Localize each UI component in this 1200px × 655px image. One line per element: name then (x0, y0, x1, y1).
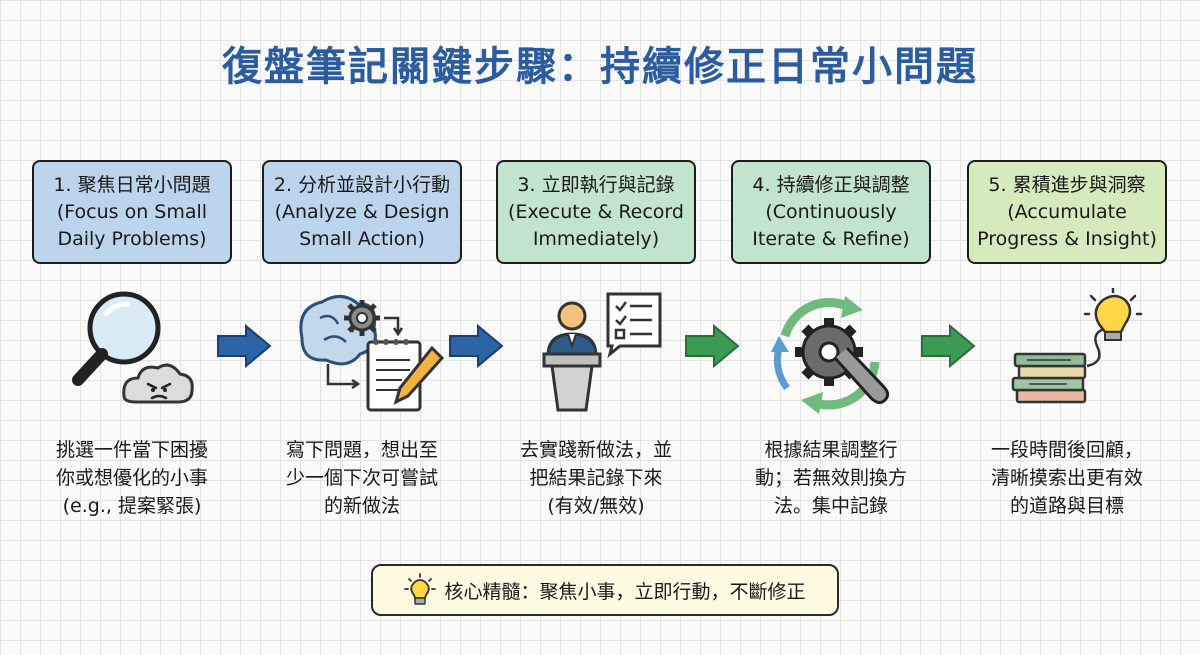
core-essence-text: 核心精髓：聚焦小事，立即行動，不斷修正 (444, 580, 806, 603)
step-1-title: 1. 聚焦日常小問題 (53, 173, 211, 196)
step-4-description: 根據結果調整行 動；若無效則換方 法。集中記錄 (731, 436, 931, 520)
step-4-description-line-1: 根據結果調整行 (764, 439, 898, 461)
step-3-description-line-1: 去實踐新做法，並 (519, 439, 672, 461)
step-2-subtitle-line-1: (Analyze & Design (274, 200, 450, 223)
step-5-box: 5. 累積進步與洞察 (Accumulate Progress & Insigh… (967, 160, 1167, 264)
step-3-description-line-3: (有效/無效) (547, 495, 645, 517)
page-title: 復盤筆記關鍵步驟：持續修正日常小問題 (222, 44, 978, 90)
magnifier-cloud-icon (72, 291, 194, 404)
step-2-description-line-2: 少一個下次可嘗試 (285, 467, 438, 489)
step-3-title: 3. 立即執行與記錄 (517, 173, 675, 196)
step-3-description: 去實踐新做法，並 把結果記錄下來 (有效/無效) (496, 436, 696, 520)
arrow-right-icon (217, 324, 272, 368)
step-1-description-line-2: 你或想優化的小事 (55, 467, 208, 489)
step-2-box: 2. 分析並設計小行動 (Analyze & Design Small Acti… (262, 160, 462, 264)
step-4-subtitle-line-1: (Continuously (765, 200, 897, 223)
step-5-description-line-1: 一段時間後回顧， (990, 439, 1143, 461)
arrow-right-icon (921, 324, 976, 368)
core-essence-box: 核心精髓：聚焦小事，立即行動，不斷修正 (371, 564, 839, 616)
step-3-description-line-2: 把結果記錄下來 (529, 467, 663, 489)
notebooks-lightbulb-icon (1011, 288, 1143, 404)
arrow-right-icon (449, 324, 504, 368)
gear-wrench-cycle-icon (771, 296, 890, 414)
brain-gear-notepad-icon (299, 295, 445, 412)
step-1-box: 1. 聚焦日常小問題 (Focus on Small Daily Problem… (32, 160, 232, 264)
step-2-description-line-3: 的新做法 (323, 495, 400, 517)
step-3-box: 3. 立即執行與記錄 (Execute & Record Immediately… (496, 160, 696, 264)
step-5-subtitle-line-2: Progress & Insight) (977, 227, 1157, 250)
speaker-checklist-icon (542, 292, 662, 412)
step-1-description-line-3: (e.g., 提案緊張) (62, 495, 202, 517)
step-4-description-line-2: 動；若無效則換方 (754, 467, 907, 489)
step-1-subtitle-line-2: Daily Problems) (57, 227, 207, 250)
step-4-subtitle-line-2: Iterate & Refine) (752, 227, 910, 250)
step-2-description-line-1: 寫下問題，想出至 (285, 439, 438, 461)
step-5-description: 一段時間後回顧， 清晰摸索出更有效 的道路與目標 (967, 436, 1167, 520)
arrow-right-icon (685, 324, 740, 368)
step-2-description: 寫下問題，想出至 少一個下次可嘗試 的新做法 (262, 436, 462, 520)
step-4-box: 4. 持續修正與調整 (Continuously Iterate & Refin… (731, 160, 931, 264)
step-5-description-line-3: 的道路與目標 (1009, 495, 1124, 517)
step-1-description-line-1: 挑選一件當下困擾 (55, 439, 208, 461)
step-4-title: 4. 持續修正與調整 (752, 173, 910, 196)
step-1-subtitle-line-1: (Focus on Small (56, 200, 208, 223)
step-5-subtitle-line-1: (Accumulate (1007, 200, 1127, 223)
step-1-description: 挑選一件當下困擾 你或想優化的小事 (e.g., 提案緊張) (32, 436, 232, 520)
step-4-description-line-3: 法。集中記錄 (773, 495, 888, 517)
step-5-description-line-2: 清晰摸索出更有效 (990, 467, 1143, 489)
step-2-subtitle-line-2: Small Action) (299, 227, 425, 250)
lightbulb-icon (404, 573, 437, 605)
step-2-title: 2. 分析並設計小行動 (273, 173, 451, 196)
step-3-subtitle-line-2: Immediately) (532, 227, 660, 250)
step-3-subtitle-line-1: (Execute & Record (508, 200, 684, 223)
step-5-title: 5. 累積進步與洞察 (988, 173, 1146, 196)
